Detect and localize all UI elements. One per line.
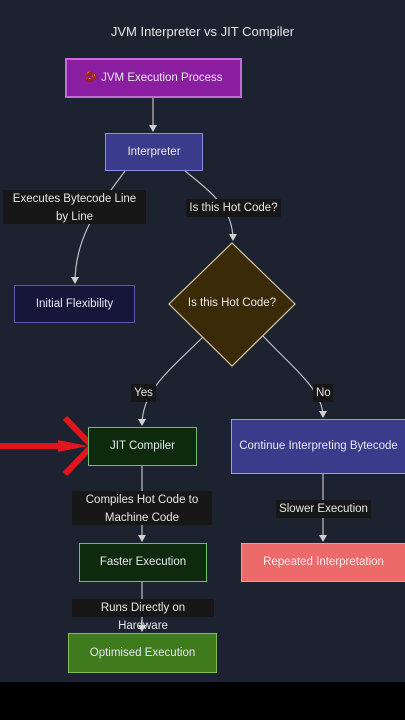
edge-label-no: No [313, 384, 333, 402]
node-jit-compiler: JIT Compiler [88, 427, 197, 466]
edge-label-slower-execution: Slower Execution [276, 500, 371, 518]
node-faster-execution: Faster Execution [79, 543, 207, 582]
bean-emoji-icon: 🫘 [84, 71, 99, 84]
edge-decision-to-continue [261, 334, 327, 418]
diagram-title: JVM Interpreter vs JIT Compiler [110, 24, 295, 39]
decision-diamond [168, 242, 296, 367]
node-interpreter: Interpreter [105, 133, 203, 171]
edge-label-compiles-hot-code: Compiles Hot Code to Machine Code [72, 491, 212, 525]
node-repeated-interpretation: Repeated Interpretation [241, 543, 405, 582]
edge-interpreter-to-initial-flexibility [71, 170, 126, 284]
red-pointer-arrow-icon [0, 415, 97, 477]
edge-label-runs-directly: Runs Directly on Hardware [72, 599, 214, 632]
decision-label: Is this Hot Code? [187, 297, 277, 309]
node-optimised-execution: Optimised Execution [68, 633, 217, 673]
edge-decision-to-jit [138, 334, 206, 426]
edge-label-is-hot-code: Is this Hot Code? [186, 199, 281, 217]
node-jvm-execution-process: 🫘 JVM Execution Process [65, 58, 242, 98]
node-label: JVM Execution Process [101, 71, 223, 84]
node-initial-flexibility: Initial Flexibility [14, 285, 135, 323]
edge-label-executes-bytecode: Executes Bytecode Line by Line [3, 190, 146, 224]
edge-label-yes: Yes [131, 384, 156, 402]
node-continue-interpreting: Continue Interpreting Bytecode [231, 419, 405, 474]
